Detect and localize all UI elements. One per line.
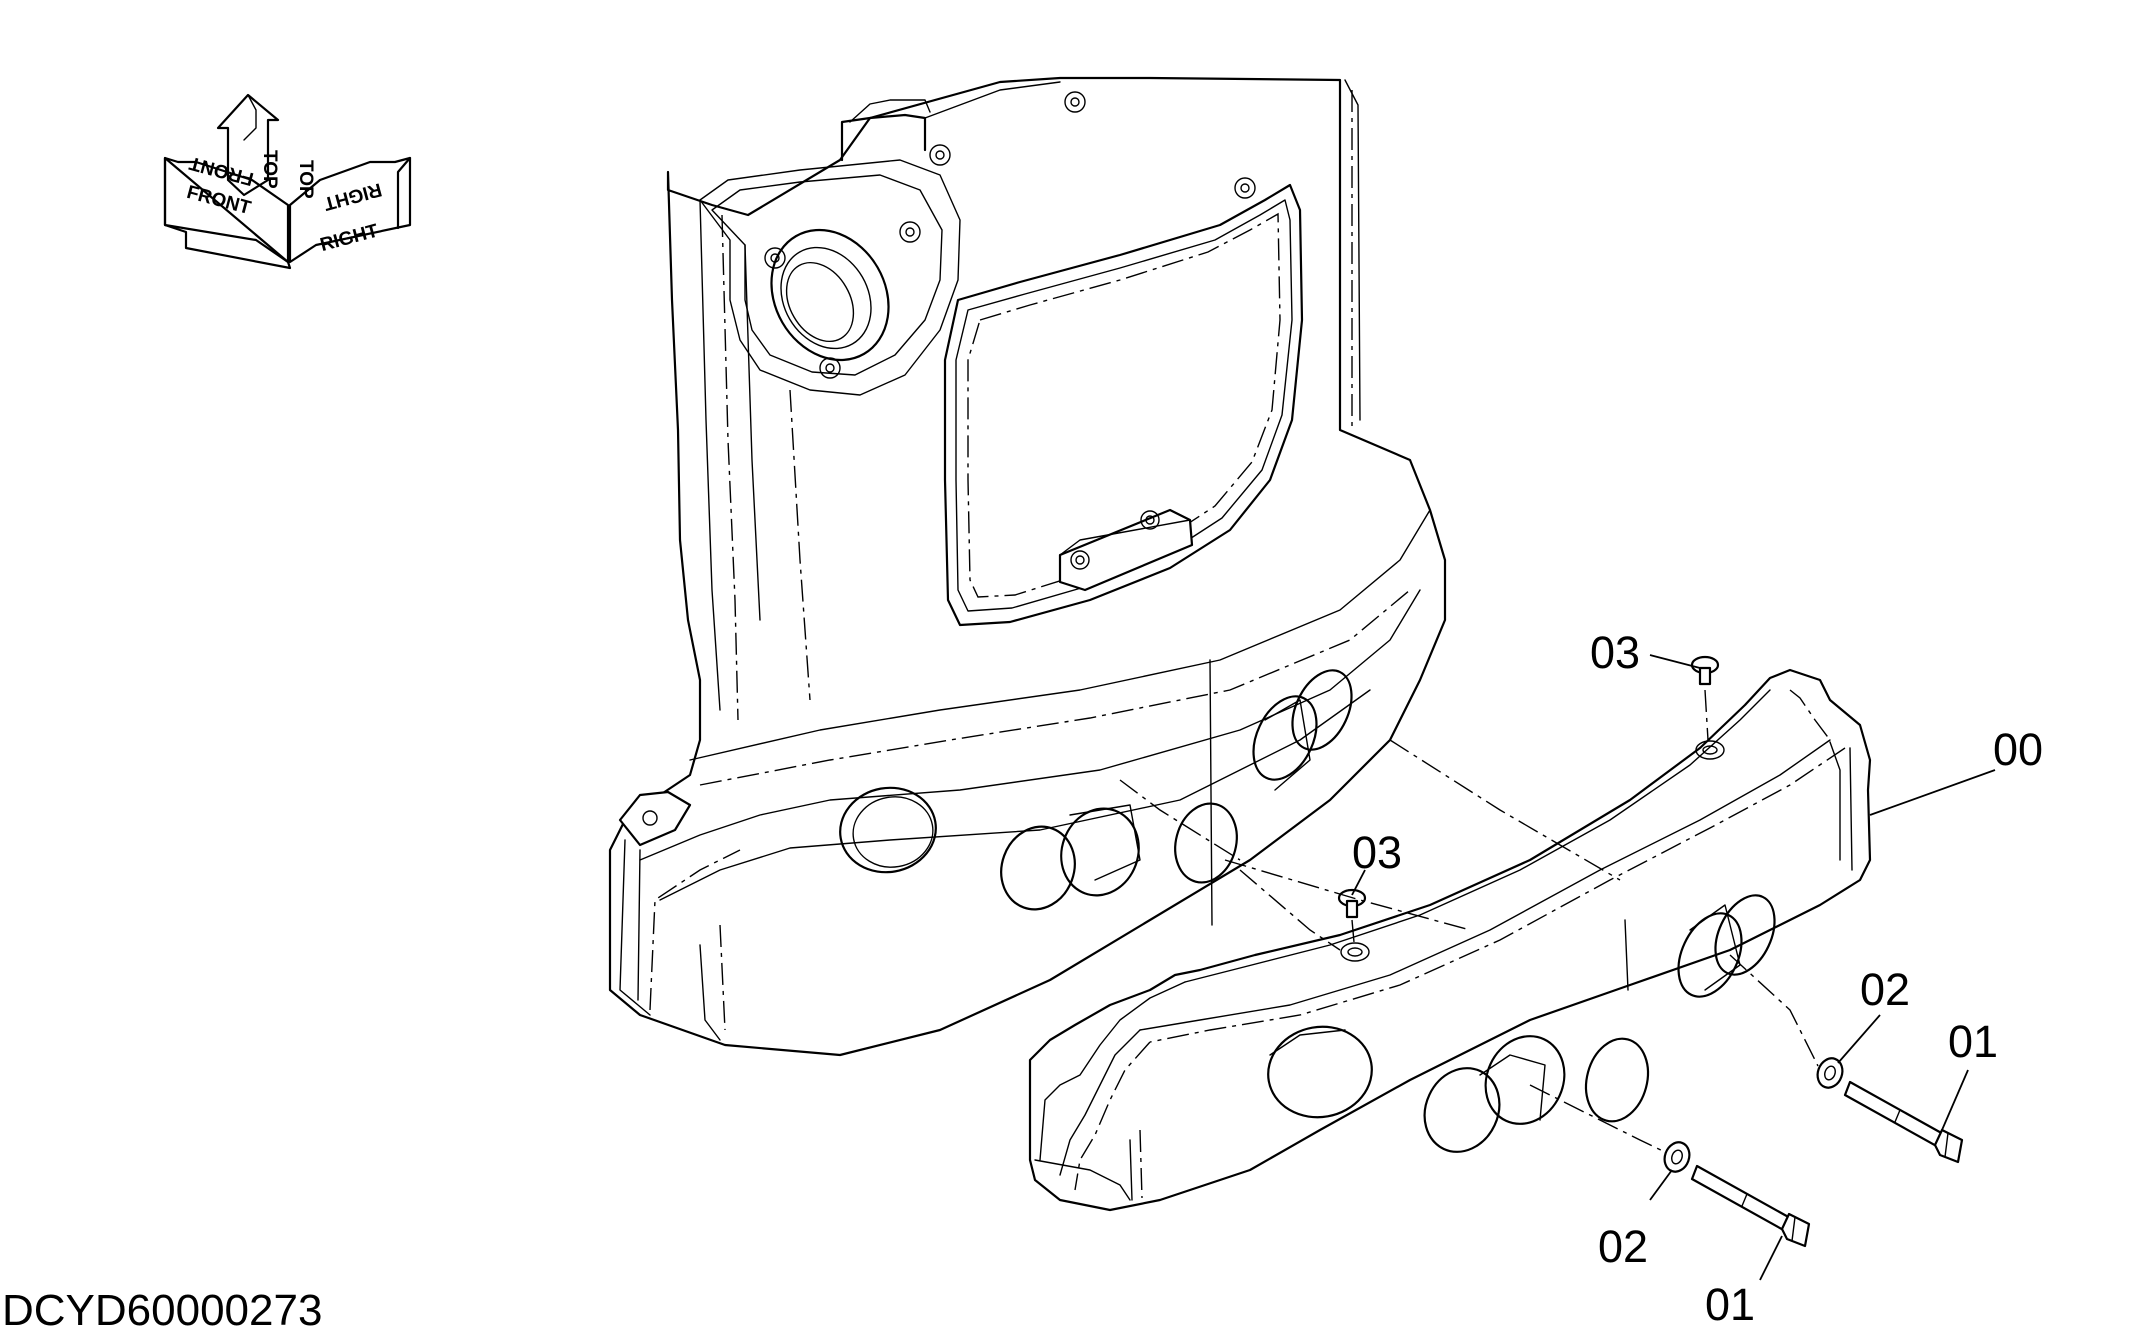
label-right-mirror: RIGHT — [321, 178, 384, 214]
label-top-mirror: TOP — [295, 160, 316, 199]
callout-02-upper: 02 — [1860, 964, 1910, 1015]
callout-03-upper: 03 — [1590, 627, 1640, 678]
orientation-symbol: FRONT FRONT TOP TOP RIGHT RIGHT — [163, 93, 412, 270]
bolt-lower — [1690, 1164, 1811, 1248]
assembly-center-lines — [1224, 739, 1819, 1153]
callout-leaders — [1351, 654, 1996, 1281]
label-top: TOP — [259, 150, 280, 189]
label-right: RIGHT — [318, 220, 381, 256]
callout-00: 00 — [1993, 724, 2043, 775]
counterweight — [1028, 668, 1872, 1212]
washer-upper — [1816, 1057, 1844, 1089]
washer-lower — [1663, 1141, 1691, 1173]
callout-01-upper: 01 — [1948, 1016, 1998, 1067]
bolt-upper — [1843, 1080, 1964, 1164]
callout-01-lower: 01 — [1705, 1279, 1755, 1330]
plug-upper — [1690, 655, 1720, 686]
upper-bolt-holes — [764, 91, 1256, 379]
callout-02-lower: 02 — [1598, 1221, 1648, 1272]
callout-03-lower: 03 — [1352, 827, 1402, 878]
machine-frame — [608, 76, 1447, 1057]
drawing-number: DCYD60000273 — [2, 1286, 322, 1335]
